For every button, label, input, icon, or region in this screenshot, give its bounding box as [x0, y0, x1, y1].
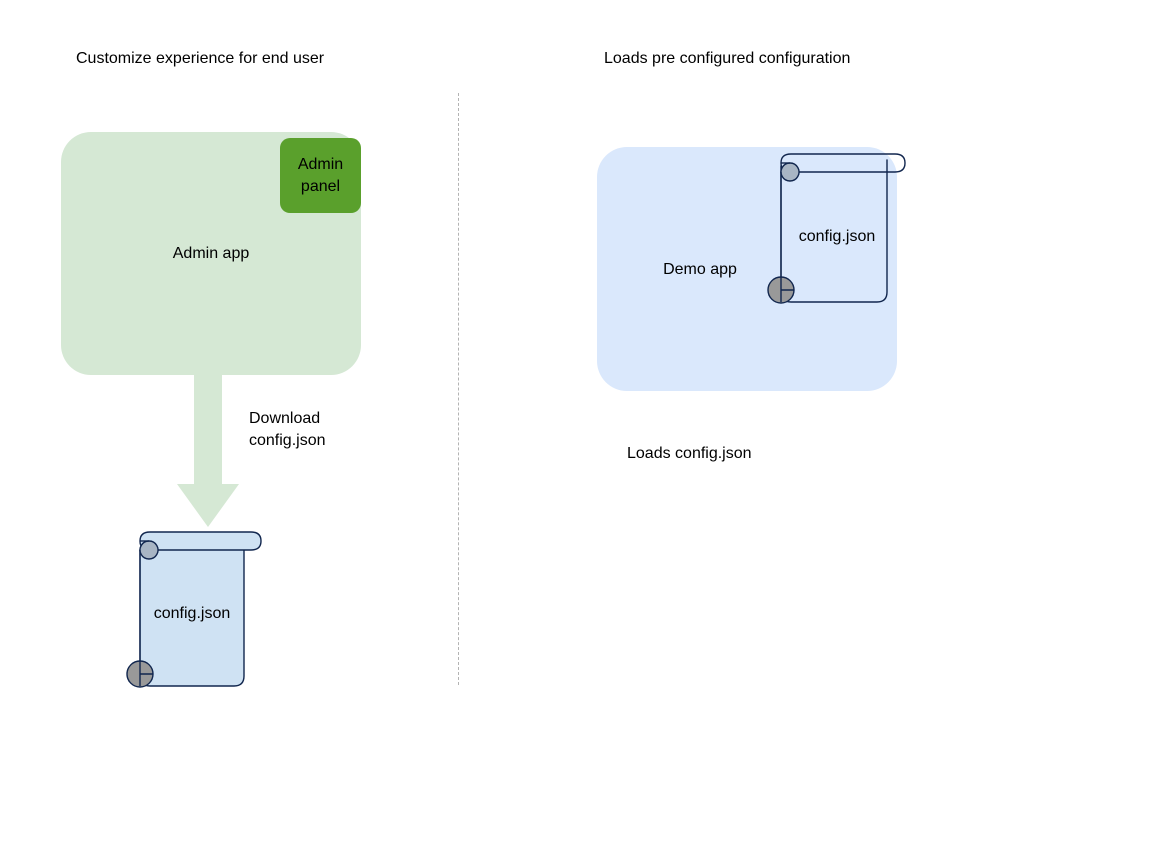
config-file-right-label: config.json — [798, 228, 876, 245]
demo-app-label: Demo app — [663, 261, 737, 278]
heading-left: Customize experience for end user — [76, 50, 325, 67]
config-file-left-label: config.json — [153, 605, 231, 622]
admin-app-label: Admin app — [172, 245, 250, 262]
download-arrow-label: Download config.json — [249, 408, 326, 452]
download-arrow — [177, 372, 239, 527]
column-divider — [458, 93, 460, 685]
demo-app-container — [597, 147, 897, 391]
admin-panel-box — [280, 138, 361, 213]
admin-panel-label: Admin panel — [297, 156, 344, 195]
config-file-right — [767, 152, 917, 312]
config-file-left — [118, 528, 268, 693]
heading-right: Loads pre configured configuration — [604, 50, 851, 67]
download-arrow-label-text: Download config.json — [249, 410, 326, 449]
loads-config-caption: Loads config.json — [627, 445, 752, 462]
